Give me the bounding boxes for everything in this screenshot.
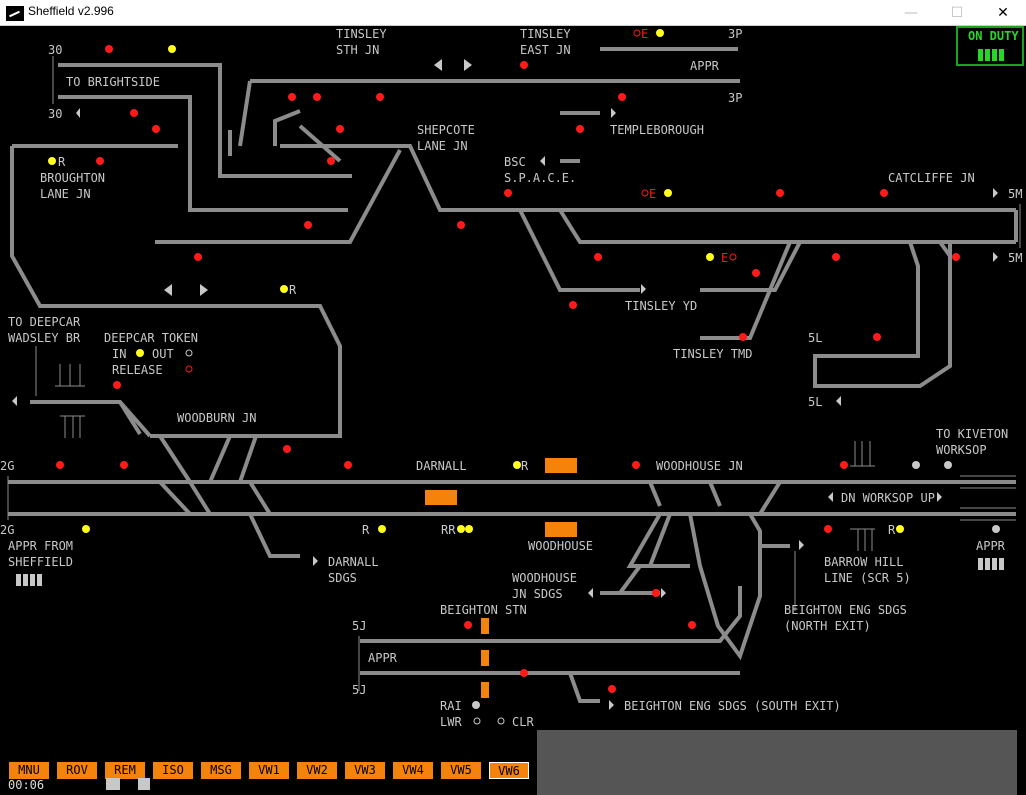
red-signals xyxy=(56,45,960,693)
hollow-indicators xyxy=(185,349,505,725)
label-bsc-space: BSC S.P.A.C.E. xyxy=(504,155,577,185)
label-r-woodburn: R xyxy=(362,523,370,537)
label-e-top: E xyxy=(641,27,649,41)
on-duty-label: ON DUTY xyxy=(968,29,1019,43)
label-appr-from-sheffield: APPR FROM SHEFFIELD xyxy=(8,539,74,569)
rem-button[interactable]: REM xyxy=(105,762,145,779)
label-catcliffe-jn: CATCLIFFE JN xyxy=(888,171,975,185)
label-beighton-stn: BEIGHTON STN xyxy=(440,603,527,617)
vw5-button[interactable]: VW5 xyxy=(441,762,481,779)
msg-button[interactable]: MSG xyxy=(201,762,241,779)
label-r-barrow: R xyxy=(888,523,896,537)
minimize-button[interactable]: — xyxy=(904,5,918,21)
label-rr: RR xyxy=(441,523,456,537)
label-2g-top: 2G xyxy=(0,459,15,473)
label-shepcote-lane-jn: SHEPCOTE LANE JN xyxy=(417,123,475,153)
label-r-broughton: R xyxy=(58,155,66,169)
vw1-button[interactable]: VW1 xyxy=(249,762,289,779)
thin-lines xyxy=(7,56,1021,691)
track-lines xyxy=(8,47,1018,703)
maximize-button[interactable]: ☐ xyxy=(950,5,964,21)
label-beighton-north: BEIGHTON ENG SDGS (NORTH EXIT) xyxy=(784,603,907,633)
label-e-catcliffe: E xyxy=(649,187,657,201)
label-woodhouse: WOODHOUSE xyxy=(528,539,594,553)
on-duty-indicator[interactable]: ON DUTY xyxy=(956,26,1024,66)
label-dn-worksop-up: DN WORKSOP UP xyxy=(841,491,935,505)
label-deepcar-token: DEEPCAR TOKEN xyxy=(104,331,198,345)
label-templeborough: TEMPLEBOROUGH xyxy=(610,123,704,137)
label-woodhouse-jn: WOODHOUSE JN xyxy=(656,459,743,473)
label-darnall: DARNALL xyxy=(416,459,467,473)
approach-bars-left xyxy=(16,571,44,590)
occupied-track-blocks xyxy=(425,458,577,698)
label-30-top: 30 xyxy=(48,43,63,57)
label-appr-top: APPR xyxy=(690,59,719,73)
label-token-release[interactable]: RELEASE xyxy=(112,363,163,377)
label-5m-bottom: 5M xyxy=(1008,251,1023,265)
label-to-brightside: TO BRIGHTSIDE xyxy=(66,75,160,89)
approach-bars-right xyxy=(978,555,1006,574)
label-5m-top: 5M xyxy=(1008,187,1023,201)
label-beighton-south: BEIGHTON ENG SDGS (SOUTH EXIT) xyxy=(624,699,841,713)
telephone-icon[interactable] xyxy=(106,778,120,790)
label-tinsley-east-jn: TINSLEY EAST JN xyxy=(520,27,571,57)
printer-icon[interactable] xyxy=(138,778,150,790)
label-token-out[interactable]: OUT xyxy=(152,347,174,361)
vw2-button[interactable]: VW2 xyxy=(297,762,337,779)
iso-button[interactable]: ISO xyxy=(153,762,193,779)
label-to-kiveton: TO KIVETON WORKSOP xyxy=(936,427,1009,457)
yellow-signals xyxy=(48,29,904,533)
label-tinsley-tmd: TINSLEY TMD xyxy=(673,347,753,361)
label-5l-bottom: 5L xyxy=(808,395,823,409)
app-icon xyxy=(6,6,24,21)
label-appr-right: APPR xyxy=(976,539,1005,553)
vw3-button[interactable]: VW3 xyxy=(345,762,385,779)
message-area xyxy=(537,730,1017,795)
mnu-button[interactable]: MNU xyxy=(9,762,49,779)
close-button[interactable]: ✕ xyxy=(997,5,1009,21)
label-clr[interactable]: CLR xyxy=(512,715,534,729)
track-diagram xyxy=(7,29,1021,725)
label-r-deepcar: R xyxy=(289,283,297,297)
label-rai[interactable]: RAI xyxy=(440,699,462,713)
function-key-bar: MNU ROV REM ISO MSG VW1 VW2 VW3 VW4 VW5 … xyxy=(0,760,536,794)
window-title: Sheffield v2.996 xyxy=(28,4,114,18)
label-woodhouse-jn-sdgs: WOODHOUSE JN SDGS xyxy=(512,571,578,601)
label-5j-top: 5J xyxy=(352,619,367,633)
label-appr-5j: APPR xyxy=(368,651,397,665)
label-3p-top: 3P xyxy=(728,27,743,41)
label-token-in[interactable]: IN xyxy=(112,347,127,361)
label-5j-bottom: 5J xyxy=(352,683,367,697)
label-r-darnall: R xyxy=(521,459,529,473)
label-barrow-hill: BARROW HILL LINE (SCR 5) xyxy=(824,555,911,585)
label-tinsley-yd: TINSLEY YD xyxy=(625,299,698,313)
label-3p-bottom: 3P xyxy=(728,91,743,105)
label-woodburn-jn: WOODBURN JN xyxy=(177,411,257,425)
label-darnall-sdgs: DARNALL SDGS xyxy=(328,555,379,585)
label-e-tinsley: E xyxy=(721,251,729,265)
label-5l-top: 5L xyxy=(808,331,823,345)
vw4-button[interactable]: VW4 xyxy=(393,762,433,779)
label-tinsley-sth-jn: TINSLEY STH JN xyxy=(336,27,387,57)
direction-arrows xyxy=(12,59,998,710)
on-duty-bars xyxy=(978,46,1006,65)
vw6-button[interactable]: VW6 xyxy=(489,762,529,779)
window-titlebar: Sheffield v2.996 — ☐ ✕ xyxy=(0,0,1026,26)
rov-button[interactable]: ROV xyxy=(57,762,97,779)
signalling-panel: ON DUTY 30 30 TO BRIGHTSIDE TINSLEY STH … xyxy=(0,26,1026,795)
label-lwr[interactable]: LWR xyxy=(440,715,462,729)
label-broughton-lane-jn: BROUGHTON LANE JN xyxy=(40,171,106,201)
label-30-bottom: 30 xyxy=(48,107,63,121)
red-hollow-indicators xyxy=(185,29,737,373)
grey-signals xyxy=(472,461,1000,709)
label-to-deepcar: TO DEEPCAR WADSLEY BR xyxy=(8,315,81,345)
clock: 00:06 xyxy=(8,778,45,792)
label-2g-bottom: 2G xyxy=(0,523,15,537)
